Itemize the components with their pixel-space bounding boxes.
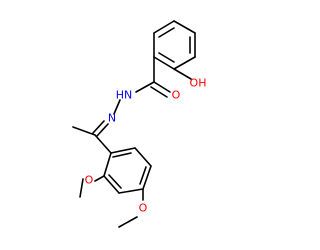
bond xyxy=(153,20,175,34)
bond-carbonyl-nh xyxy=(135,81,155,93)
hydroxyphenyl-ring xyxy=(153,20,196,70)
methoxy-4-oxygen-label: O xyxy=(139,202,148,215)
bond-ome2-methyl xyxy=(79,178,84,198)
bond-ring-ome2 xyxy=(94,175,105,182)
double-bond-inner xyxy=(108,174,122,189)
double-bond-inner xyxy=(158,27,175,38)
bond xyxy=(103,175,120,194)
bond-carbonyl-double xyxy=(153,81,171,93)
double-bond-inner xyxy=(112,152,132,158)
bond-imine-ring xyxy=(94,134,112,154)
bond-methyl xyxy=(72,126,96,136)
molecule-diagram: OH O HN N O O xyxy=(72,20,207,228)
bond xyxy=(173,56,196,70)
bond-imine-double xyxy=(96,123,109,137)
bond-c-oh xyxy=(173,68,192,80)
bond xyxy=(110,147,136,154)
bond xyxy=(173,20,196,34)
double-bond-inner xyxy=(139,166,147,185)
bond xyxy=(118,188,144,194)
double-bond-inner xyxy=(158,52,175,63)
carbonyl-oxygen-label: O xyxy=(172,89,181,102)
amide-nh-label: HN xyxy=(116,89,133,102)
bond xyxy=(134,147,152,167)
methoxy-2-oxygen-label: O xyxy=(85,174,94,187)
dimethoxyphenyl-ring xyxy=(103,147,152,194)
bond-imine-double xyxy=(92,120,105,134)
bond-ome4-methyl xyxy=(118,216,138,228)
bond xyxy=(153,56,175,70)
bond xyxy=(103,152,112,177)
structure-canvas: OH O HN N O O xyxy=(72,20,207,228)
bond xyxy=(142,165,152,190)
bond-carbonyl-double xyxy=(150,86,168,98)
imine-n-label: N xyxy=(108,112,116,125)
bond-n-n xyxy=(113,99,121,115)
hydroxyl-label: OH xyxy=(190,77,207,90)
